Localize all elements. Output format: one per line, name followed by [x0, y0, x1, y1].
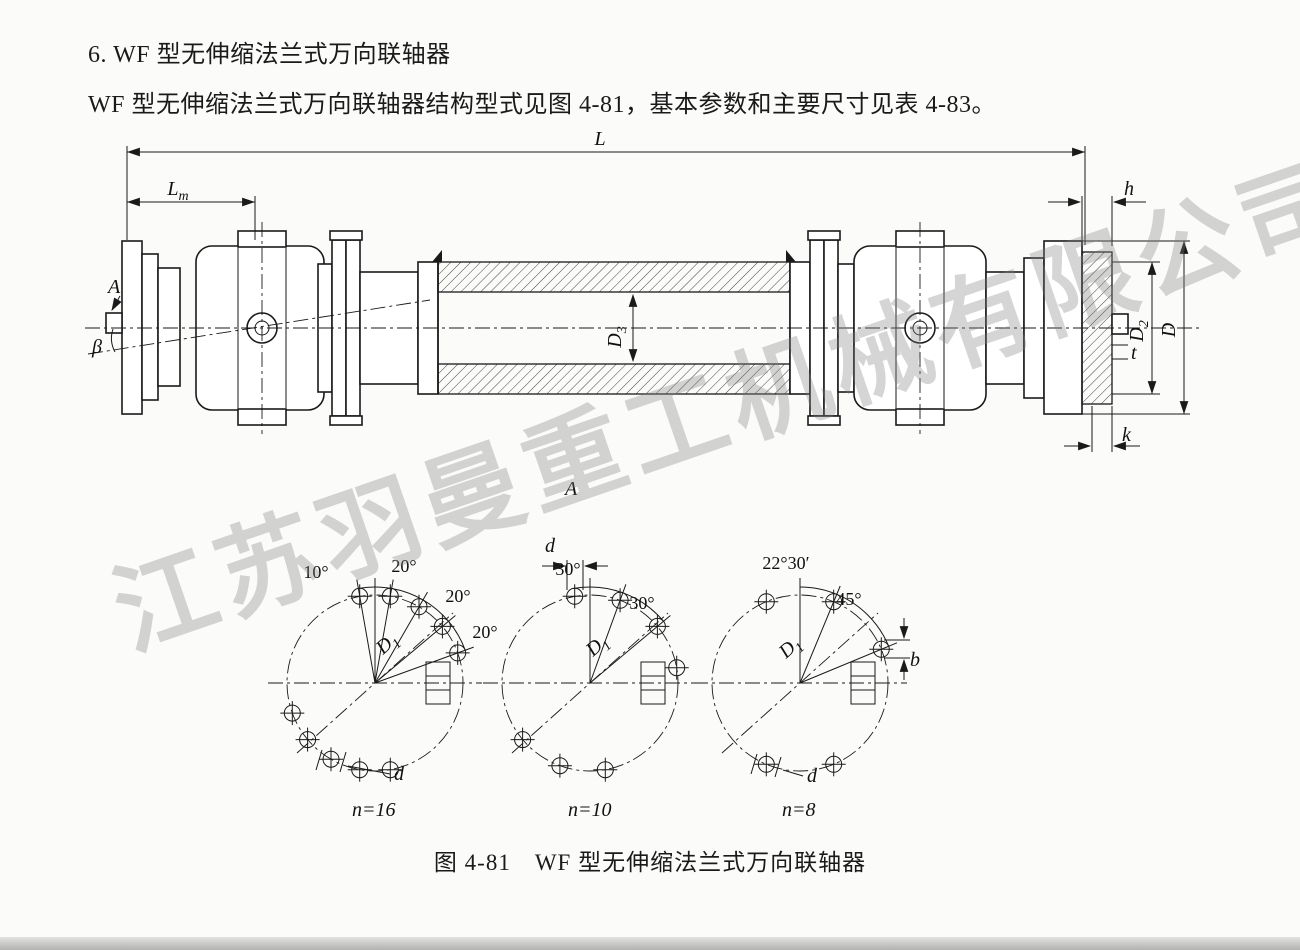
count-n8: n=8 — [782, 799, 816, 821]
figure-caption: 图 4-81 WF 型无伸缩法兰式万向联轴器 — [433, 850, 867, 875]
deflection-axis — [87, 299, 431, 355]
hub-tab-v2 — [640, 661, 666, 705]
dim-h-label: h — [1124, 178, 1134, 200]
tube-shaft — [359, 250, 811, 395]
angle-2230: 22°30′ — [762, 553, 809, 573]
dim-D-label: D — [1158, 322, 1180, 338]
left-lug — [105, 312, 123, 334]
bolt-view-n10: d 30° 30° D1 n=10 — [483, 535, 697, 821]
dimension-L: L — [126, 128, 1086, 245]
dimension-D: D — [1066, 240, 1190, 415]
dim-d-v1: d — [315, 749, 405, 785]
section-A-label: A — [106, 276, 121, 298]
dim-D1-label-v1: D1 — [371, 628, 405, 662]
centerlines — [85, 222, 1200, 434]
dim-b-v3: b — [884, 618, 920, 680]
view-A-label: A — [563, 478, 578, 500]
dim-D3-label: D3 — [604, 326, 630, 348]
section-heading: 6. WF 型无伸缩法兰式万向联轴器 — [88, 42, 451, 68]
dim-D2-label: D2 — [1126, 320, 1152, 342]
right-end-flange — [985, 240, 1129, 415]
intro-paragraph: WF 型无伸缩法兰式万向联轴器结构型式见图 4-81，基本参数和主要尺寸见表 4… — [88, 92, 996, 118]
dimension-t: t — [1112, 342, 1137, 364]
tube-wall-top — [437, 261, 791, 293]
right-lug — [1111, 313, 1129, 335]
dim-Lm-label: Lm — [166, 178, 188, 204]
angle-20b: 20° — [445, 586, 470, 606]
hub-tab-v3 — [850, 661, 876, 705]
dimension-beta: β — [91, 328, 116, 358]
dimension-Lm: Lm — [126, 178, 256, 240]
dimension-k: k — [1064, 406, 1140, 452]
angle-20c: 20° — [472, 622, 497, 642]
angle-30a: 30° — [555, 559, 580, 579]
dim-L-label: L — [593, 128, 605, 150]
dim-t-label: t — [1131, 342, 1137, 364]
dim-D1-label-v2: D1 — [581, 630, 615, 664]
svg-text:d: d — [807, 765, 818, 787]
dim-beta-label: β — [91, 336, 102, 358]
hub-tab-v1 — [425, 661, 451, 705]
angle-30b: 30° — [629, 593, 654, 613]
tube-wall-bottom — [437, 363, 791, 395]
svg-text:d: d — [394, 763, 405, 785]
count-n16: n=16 — [352, 799, 396, 821]
dimension-D3: D3 — [604, 293, 638, 363]
bolt-view-n8: 22°30′ 45° D1 b d n=8 — [693, 553, 920, 821]
dim-d-v2: d — [542, 535, 608, 590]
svg-text:b: b — [910, 649, 920, 671]
angle-20a: 20° — [391, 556, 416, 576]
weld-mark-left — [432, 250, 442, 262]
svg-text:d: d — [545, 535, 556, 557]
dim-D1-label-v3: D1 — [774, 632, 808, 666]
dimension-D2: D2 — [1112, 261, 1160, 395]
dim-d-v3: d — [750, 753, 818, 787]
weld-mark-right — [786, 250, 796, 262]
count-n10: n=10 — [568, 799, 612, 821]
dim-k-label: k — [1122, 424, 1132, 446]
angle-45: 45° — [836, 589, 861, 609]
page-bottom-edge — [0, 937, 1300, 950]
dimension-h: h — [1048, 178, 1146, 246]
section-arrow-A: A — [106, 276, 122, 311]
angle-10: 10° — [303, 562, 328, 582]
bolt-view-n16: 10° 20° 20° 20° D1 d n=16 — [268, 556, 498, 821]
